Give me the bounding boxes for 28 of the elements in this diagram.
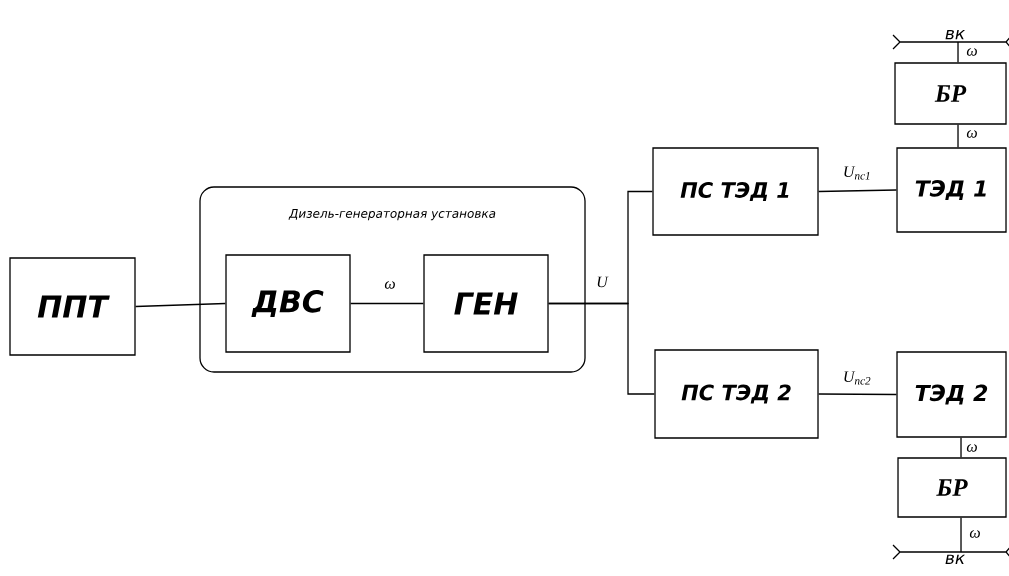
block-box: БР bbox=[897, 457, 1007, 518]
connector-line bbox=[957, 124, 959, 148]
edge-label: ω bbox=[968, 529, 982, 539]
connector-line bbox=[135, 302, 226, 308]
edge-label: ω bbox=[965, 129, 979, 139]
shaft-label: вк bbox=[945, 554, 966, 564]
edge-label: ω bbox=[383, 280, 397, 290]
connector-line bbox=[350, 302, 424, 305]
block-box: ДВС bbox=[225, 254, 351, 353]
connector-line bbox=[548, 302, 655, 395]
connector-line bbox=[957, 41, 959, 63]
edge-label: U bbox=[595, 275, 609, 289]
edge-label: ω bbox=[965, 443, 979, 453]
connector-line bbox=[960, 517, 962, 553]
edge-label: U$_{пс2}$ bbox=[841, 370, 873, 386]
block-box: ГЕН bbox=[423, 254, 549, 353]
block-box: БР bbox=[894, 62, 1007, 125]
block-box: ТЭД 1 bbox=[896, 147, 1007, 233]
block-box: ТЭД 2 bbox=[896, 351, 1007, 438]
block-box: ПС ТЭД 2 bbox=[654, 349, 819, 439]
block-box: ПС ТЭД 1 bbox=[652, 147, 819, 236]
edge-label: U$_{пс1}$ bbox=[841, 165, 873, 181]
block-box: ППТ bbox=[9, 257, 136, 356]
connector-line bbox=[960, 437, 962, 458]
shaft-label: вк bbox=[945, 30, 966, 40]
connector-line bbox=[818, 189, 897, 193]
edge-label: ω bbox=[965, 47, 979, 57]
connector-line bbox=[818, 393, 897, 396]
